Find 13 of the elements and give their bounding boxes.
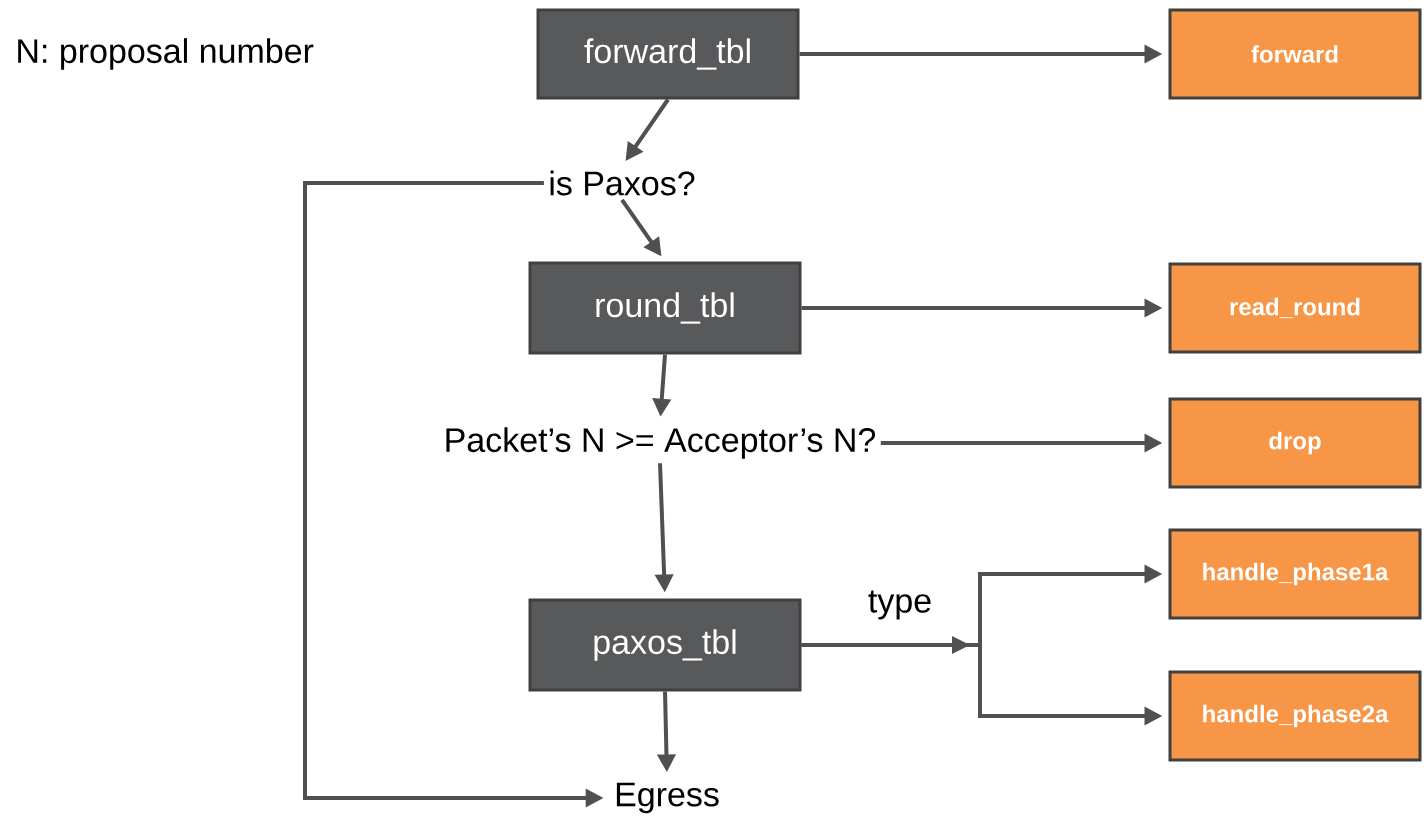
decision-text: Packet’s N >= Acceptor’s N?: [439, 423, 881, 463]
legend-note: N: proposal number: [18, 38, 314, 70]
action-box: forward: [1168, 8, 1422, 100]
action-box: drop: [1168, 397, 1422, 489]
table-box: paxos_tbl: [528, 598, 802, 692]
action-box: handle_phase2a: [1168, 670, 1422, 762]
edge-label: type: [865, 588, 935, 622]
table-box: forward_tbl: [536, 8, 800, 100]
decision-text: is Paxos?: [544, 166, 700, 200]
decision-text: Egress: [610, 778, 724, 818]
action-box: read_round: [1168, 262, 1422, 354]
action-box: handle_phase1a: [1168, 528, 1422, 620]
table-box: round_tbl: [528, 261, 802, 355]
